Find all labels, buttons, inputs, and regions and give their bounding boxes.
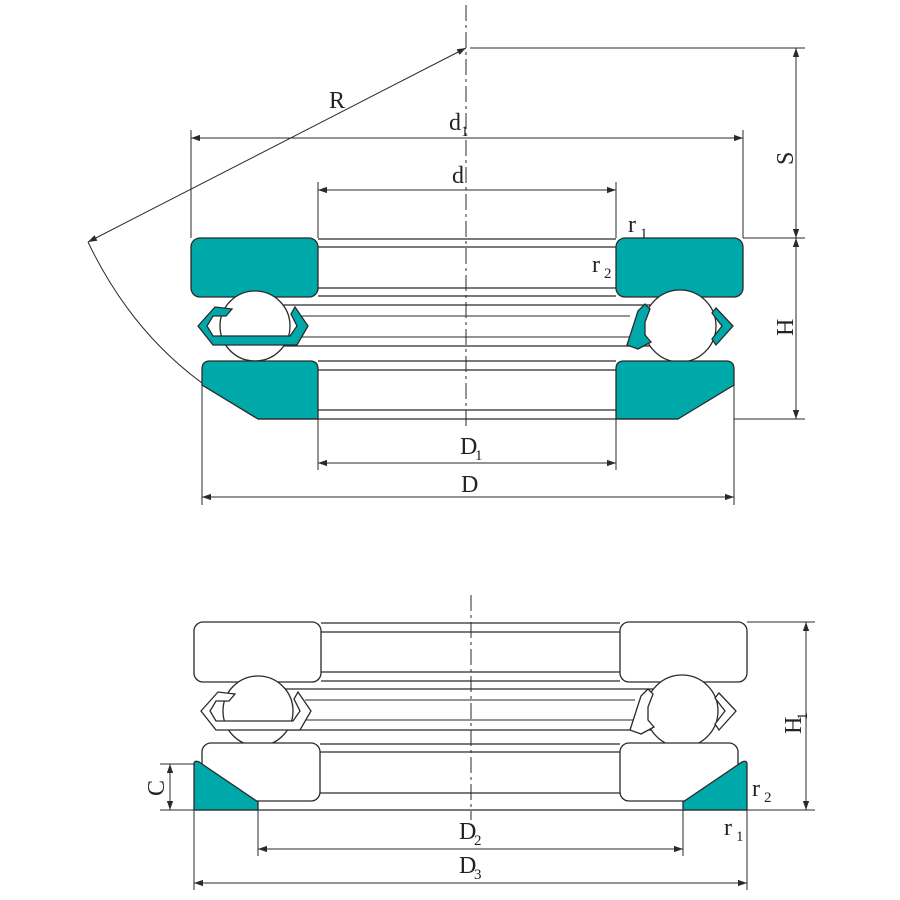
bottom-r1-label-sub: 1 [736,829,744,845]
seat-chamfer-right [682,760,748,811]
s-label: S [773,152,799,165]
D2-label-sub: 2 [474,833,482,849]
r-label: R [329,88,345,114]
cage-and-balls [197,289,734,363]
bottom-housing-washer [193,742,748,811]
bottom-cage-and-balls [200,674,737,748]
D1-label: D [460,434,477,460]
housing-washer [201,360,735,420]
spherical-radius-arc [87,241,203,384]
d-label: d [452,163,464,189]
bottom-view: H 1 C r 2 r 1 D 2 D 3 [144,595,815,890]
r2-label: r [592,252,600,278]
shaft-washer [190,237,744,298]
D2-label: D [459,819,476,845]
D3-label-sub: 3 [474,867,482,883]
d1-label-sub: 1 [461,124,469,140]
bottom-cage-right-tab [714,692,737,732]
bottom-ball-left [222,675,294,747]
D3-label: D [459,853,476,879]
H1-label: H [781,717,807,734]
H1-label-sub: 1 [795,713,811,721]
c-label: C [144,780,170,796]
h-label: H [773,319,799,336]
bottom-r2-label-sub: 2 [764,790,772,806]
seat-chamfer-left [193,760,259,811]
D1-label-sub: 1 [475,448,483,464]
cage-right-section [626,303,653,350]
D-label: D [461,472,478,498]
shaft-washer-left-section [190,237,319,298]
r1-label: r [628,212,636,238]
cage-left-section [197,305,309,346]
ball-right [643,289,717,363]
bottom-cage-left [200,690,312,731]
cage-right-tab [711,307,734,347]
bottom-r1-label: r [724,815,732,841]
r1-label-sub: 1 [640,226,648,242]
bottom-r2-label: r [752,776,760,802]
ball-left [219,290,291,362]
bottom-cage-right [629,688,656,735]
d1-label: d [449,110,461,136]
radius-line [87,47,467,243]
r2-label-sub: 2 [604,266,612,282]
shaft-washer-right-section [615,237,744,298]
bottom-ball-right [645,674,719,748]
top-view: d 1 d R r 1 r 2 S H D 1 D [87,5,805,505]
housing-washer-left-section [201,360,319,420]
housing-washer-right-section [615,360,735,420]
